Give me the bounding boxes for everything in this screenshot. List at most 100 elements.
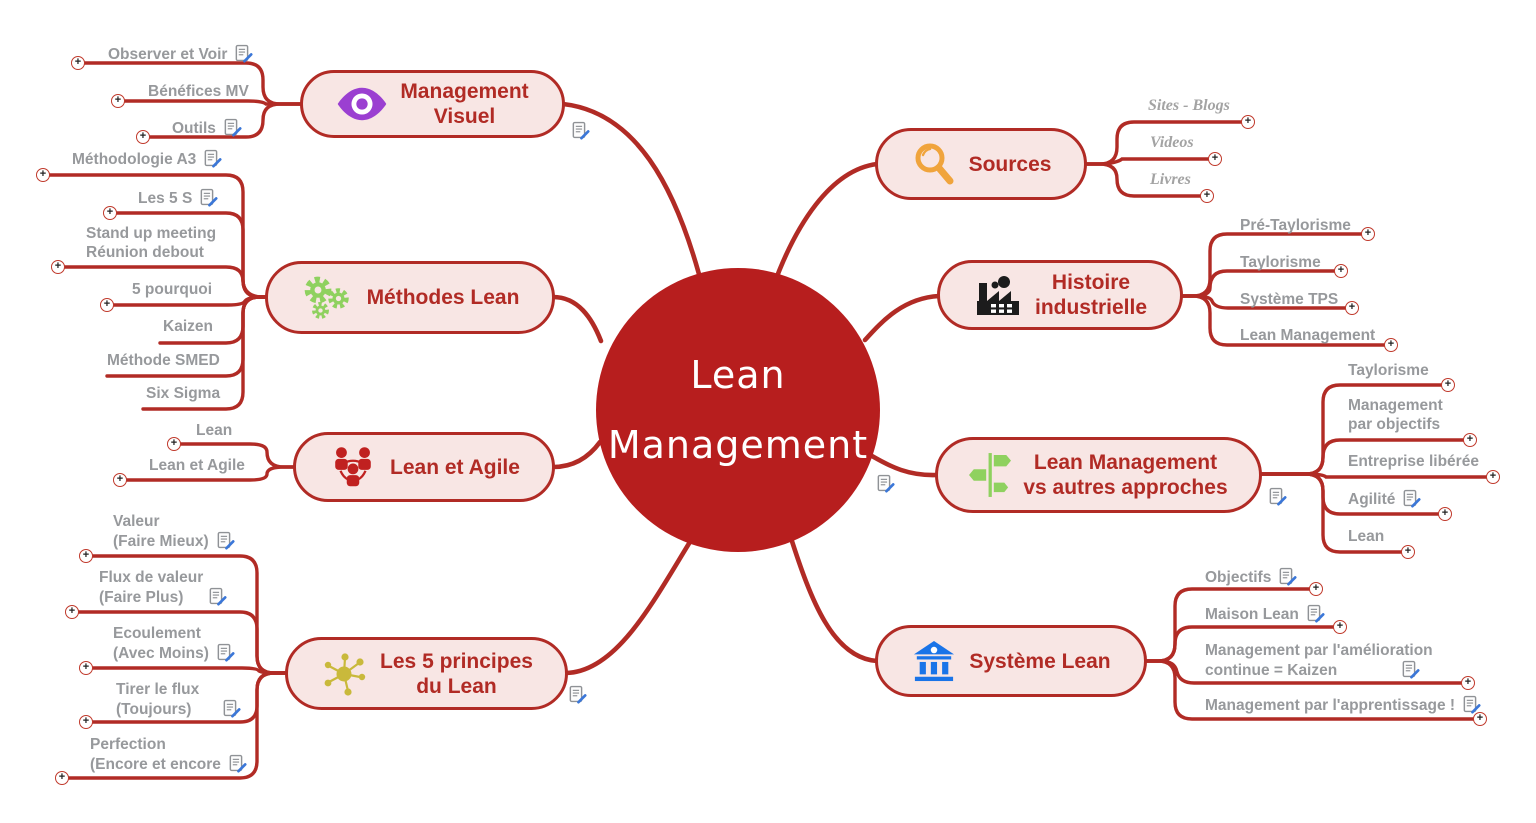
subtopic-lean[interactable]: Lean bbox=[196, 421, 232, 440]
subtopic-label: (Encore et encore bbox=[90, 756, 221, 773]
note-icon[interactable] bbox=[209, 587, 227, 606]
note-icon[interactable] bbox=[204, 149, 222, 168]
subtopic-flux-de-valeur[interactable]: Flux de valeur (Faire Plus) bbox=[99, 568, 227, 607]
subtopic-livres[interactable]: Livres bbox=[1150, 170, 1191, 189]
expand-icon[interactable]: + bbox=[1463, 433, 1477, 447]
expand-icon[interactable]: + bbox=[79, 661, 93, 675]
note-icon[interactable] bbox=[200, 188, 218, 207]
bank-icon bbox=[914, 640, 955, 682]
note-icon[interactable] bbox=[224, 118, 242, 137]
subtopic-taylorisme-vs[interactable]: Taylorisme bbox=[1348, 361, 1429, 380]
expand-icon[interactable]: + bbox=[1473, 712, 1487, 726]
branch-node-lean-vs-autres[interactable]: Lean Management vs autres approches bbox=[935, 437, 1262, 513]
expand-icon[interactable]: + bbox=[71, 56, 85, 70]
subtopic-taylorisme-histoire[interactable]: Taylorisme bbox=[1240, 253, 1321, 272]
node-title-line: Visuel bbox=[433, 105, 496, 128]
branch-node-systeme-lean[interactable]: Système Lean bbox=[875, 625, 1147, 697]
subtopic-six-sigma[interactable]: Six Sigma bbox=[146, 384, 220, 403]
note-icon[interactable] bbox=[235, 44, 253, 63]
subtopic-benefices-mv[interactable]: Bénéfices MV bbox=[148, 82, 249, 101]
expand-icon[interactable]: + bbox=[1486, 470, 1500, 484]
expand-icon[interactable]: + bbox=[1461, 676, 1475, 690]
expand-icon[interactable]: + bbox=[55, 771, 69, 785]
note-icon[interactable] bbox=[223, 699, 241, 718]
subtopic-label: Management bbox=[1348, 397, 1443, 414]
note-icon[interactable] bbox=[1279, 567, 1297, 586]
note-icon[interactable] bbox=[1269, 487, 1287, 506]
expand-icon[interactable]: + bbox=[100, 298, 114, 312]
subtopic-label: Agilité bbox=[1348, 491, 1396, 508]
subtopic-5-pourquoi[interactable]: 5 pourquoi bbox=[132, 280, 212, 299]
subtopic-pre-taylorisme[interactable]: Pré-Taylorisme bbox=[1240, 216, 1351, 235]
subtopic-videos[interactable]: Videos bbox=[1150, 133, 1194, 152]
subtopic-stand-up-meeting[interactable]: Stand up meeting Réunion debout bbox=[86, 224, 216, 262]
note-icon[interactable] bbox=[572, 121, 590, 140]
expand-icon[interactable]: + bbox=[1200, 189, 1214, 203]
branch-node-management-visuel[interactable]: Management Visuel bbox=[300, 70, 565, 138]
expand-icon[interactable]: + bbox=[65, 605, 79, 619]
central-topic[interactable]: Lean Management bbox=[596, 268, 880, 552]
expand-icon[interactable]: + bbox=[103, 206, 117, 220]
expand-icon[interactable]: + bbox=[51, 260, 65, 274]
note-icon[interactable] bbox=[217, 643, 235, 662]
note-icon[interactable] bbox=[1402, 660, 1420, 679]
expand-icon[interactable]: + bbox=[1208, 152, 1222, 166]
note-icon[interactable] bbox=[217, 531, 235, 550]
subtopic-valeur[interactable]: Valeur (Faire Mieux) bbox=[113, 512, 235, 551]
subtopic-sites-blogs[interactable]: Sites - Blogs bbox=[1148, 96, 1230, 115]
expand-icon[interactable]: + bbox=[1384, 338, 1398, 352]
note-icon[interactable] bbox=[1307, 604, 1325, 623]
note-icon[interactable] bbox=[877, 474, 895, 493]
subtopic-label: (Toujours) bbox=[116, 701, 192, 718]
branch-connector bbox=[563, 526, 701, 676]
subtopic-tirer-le-flux[interactable]: Tirer le flux (Toujours) bbox=[116, 680, 241, 719]
expand-icon[interactable]: + bbox=[1361, 227, 1375, 241]
expand-icon[interactable]: + bbox=[79, 549, 93, 563]
subtopic-les-5-s[interactable]: Les 5 S bbox=[138, 188, 218, 208]
branch-node-les-5-principes[interactable]: Les 5 principes du Lean bbox=[285, 637, 568, 710]
note-icon[interactable] bbox=[569, 685, 587, 704]
plus-glyph: + bbox=[1489, 470, 1497, 482]
subtopic-entreprise-liberee[interactable]: Entreprise libérée bbox=[1348, 452, 1479, 471]
subtopic-management-amelioration-continue[interactable]: Management par l'amélioration continue =… bbox=[1205, 641, 1433, 680]
expand-icon[interactable]: + bbox=[1333, 620, 1347, 634]
expand-icon[interactable]: + bbox=[36, 168, 50, 182]
subtopic-lean-et-agile[interactable]: Lean et Agile bbox=[149, 456, 245, 475]
expand-icon[interactable]: + bbox=[79, 715, 93, 729]
subtopic-kaizen[interactable]: Kaizen bbox=[163, 317, 213, 336]
subtopic-maison-lean[interactable]: Maison Lean bbox=[1205, 604, 1325, 624]
subtopic-outils[interactable]: Outils bbox=[172, 118, 242, 138]
expand-icon[interactable]: + bbox=[1441, 378, 1455, 392]
subtopic-methodologie-a3[interactable]: Méthodologie A3 bbox=[72, 149, 222, 169]
expand-icon[interactable]: + bbox=[167, 437, 181, 451]
node-title: Lean et Agile bbox=[390, 455, 520, 480]
plus-glyph: + bbox=[1364, 227, 1372, 239]
subtopic-systeme-tps[interactable]: Système TPS bbox=[1240, 290, 1338, 309]
subtopic-management-par-objectifs[interactable]: Management par objectifs bbox=[1348, 396, 1443, 434]
subtopic-observer-et-voir[interactable]: Observer et Voir bbox=[108, 44, 253, 64]
note-icon[interactable] bbox=[229, 754, 247, 773]
branch-node-lean-et-agile[interactable]: Lean et Agile bbox=[293, 432, 555, 502]
expand-icon[interactable]: + bbox=[1334, 264, 1348, 278]
subtopic-lean-management-histoire[interactable]: Lean Management bbox=[1240, 326, 1375, 345]
expand-icon[interactable]: + bbox=[111, 94, 125, 108]
expand-icon[interactable]: + bbox=[113, 473, 127, 487]
expand-icon[interactable]: + bbox=[136, 130, 150, 144]
note-icon[interactable] bbox=[1403, 489, 1421, 508]
expand-icon[interactable]: + bbox=[1309, 582, 1323, 596]
expand-icon[interactable]: + bbox=[1401, 545, 1415, 559]
expand-icon[interactable]: + bbox=[1345, 301, 1359, 315]
subtopic-management-apprentissage[interactable]: Management par l'apprentissage ! bbox=[1205, 695, 1481, 715]
subtopic-perfection[interactable]: Perfection (Encore et encore bbox=[90, 735, 247, 774]
subtopic-lean-vs[interactable]: Lean bbox=[1348, 527, 1384, 546]
branch-node-sources[interactable]: Sources bbox=[875, 128, 1087, 200]
subtopic-objectifs[interactable]: Objectifs bbox=[1205, 567, 1297, 587]
expand-icon[interactable]: + bbox=[1438, 507, 1452, 521]
subtopic-ecoulement[interactable]: Ecoulement (Avec Moins) bbox=[113, 624, 235, 663]
subtopic-methode-smed[interactable]: Méthode SMED bbox=[107, 351, 220, 370]
branch-node-methodes-lean[interactable]: Méthodes Lean bbox=[265, 261, 555, 334]
branch-node-histoire-industrielle[interactable]: Histoire industrielle bbox=[937, 260, 1183, 330]
subtopic-agilite[interactable]: Agilité bbox=[1348, 489, 1421, 509]
node-title: Histoire industrielle bbox=[1035, 270, 1147, 320]
expand-icon[interactable]: + bbox=[1241, 115, 1255, 129]
